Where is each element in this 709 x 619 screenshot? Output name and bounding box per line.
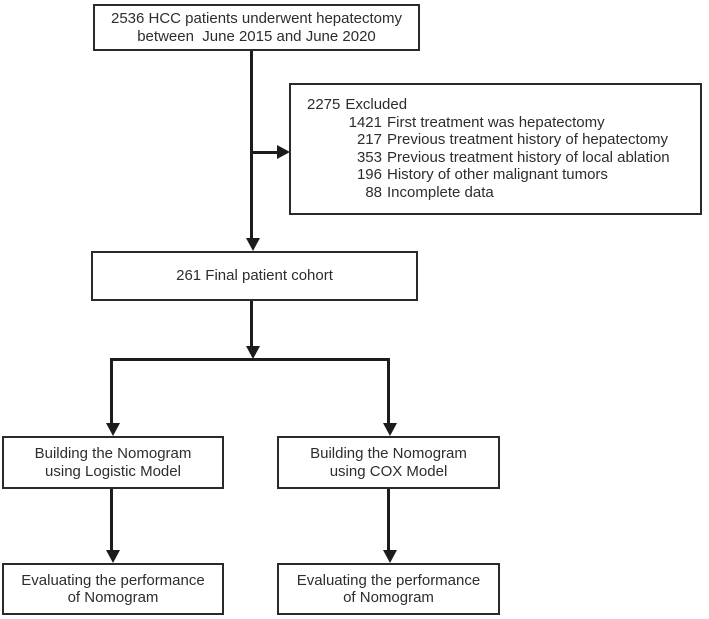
excluded-item-count: 196 — [356, 166, 382, 183]
evaluating-left-line2: of Nomogram — [67, 589, 159, 606]
evaluating-left-line1: Evaluating the performance — [21, 571, 205, 589]
final-cohort-box: 261 Final patient cohort — [91, 251, 418, 301]
connector-branch-to-logistic — [110, 360, 113, 424]
building-cox-line1: Building the Nomogram — [310, 445, 467, 462]
excluded-item-count: 353 — [356, 148, 382, 166]
excluded-item-label: Previous treatment history of hepatectom… — [387, 131, 668, 148]
connector-cox-to-eval — [387, 488, 390, 551]
excluded-item: 88 Incomplete data — [307, 184, 690, 202]
connector-logistic-to-eval — [110, 488, 113, 551]
initial-cohort-box: 2536 HCC patients underwent hepatectomy … — [93, 4, 420, 51]
arrowhead-down-icon — [383, 423, 397, 436]
arrowhead-down-icon — [246, 346, 260, 359]
excluded-item: 1421 First treatment was hepatectomy — [307, 114, 690, 132]
excluded-total-label: Excluded — [345, 96, 408, 113]
arrowhead-down-icon — [106, 550, 120, 563]
connector-top-to-cohort — [250, 50, 253, 239]
excluded-item-label: First treatment was hepatectomy — [387, 113, 605, 131]
arrowhead-down-icon — [246, 238, 260, 251]
connector-branch-to-cox — [387, 360, 390, 424]
connector-to-excluded — [252, 151, 278, 154]
evaluating-right-line1: Evaluating the performance — [296, 571, 481, 589]
initial-cohort-line1: 2536 HCC patients underwent hepatectomy — [110, 10, 402, 27]
excluded-item: 353 Previous treatment history of local … — [307, 149, 690, 167]
evaluating-right-box: Evaluating the performance of Nomogram — [277, 563, 500, 615]
excluded-item-label: Incomplete data — [387, 183, 494, 201]
excluded-item-count: 1421 — [348, 113, 382, 131]
connector-cohort-to-branch — [250, 300, 253, 347]
building-logistic-line2: using Logistic Model — [45, 462, 181, 480]
excluded-item-count: 217 — [356, 131, 382, 148]
evaluating-left-box: Evaluating the performance of Nomogram — [2, 563, 224, 615]
arrowhead-right-icon — [277, 145, 290, 159]
building-logistic-line1: Building the Nomogram — [34, 445, 192, 462]
excluded-item: 217 Previous treatment history of hepate… — [307, 131, 690, 149]
excluded-item-count: 88 — [365, 183, 382, 201]
excluded-item-label: Previous treatment history of local abla… — [387, 148, 670, 166]
excluded-total-count: 2275 — [307, 96, 341, 113]
building-cox-box: Building the Nomogram using COX Model — [277, 436, 500, 489]
evaluating-right-line2: of Nomogram — [343, 589, 434, 606]
excluded-item-label: History of other malignant tumors — [387, 166, 608, 183]
final-cohort-text: 261 Final patient cohort — [176, 267, 333, 285]
building-logistic-box: Building the Nomogram using Logistic Mod… — [2, 436, 224, 489]
excluded-header: 2275 Excluded — [307, 96, 690, 114]
arrowhead-down-icon — [383, 550, 397, 563]
excluded-item: 196 History of other malignant tumors — [307, 166, 690, 184]
excluded-box: 2275 Excluded 1421 First treatment was h… — [289, 83, 702, 215]
branch-bar — [110, 358, 390, 361]
arrowhead-down-icon — [106, 423, 120, 436]
building-cox-line2: using COX Model — [329, 462, 448, 480]
initial-cohort-line2: between June 2015 and June 2020 — [137, 27, 376, 45]
